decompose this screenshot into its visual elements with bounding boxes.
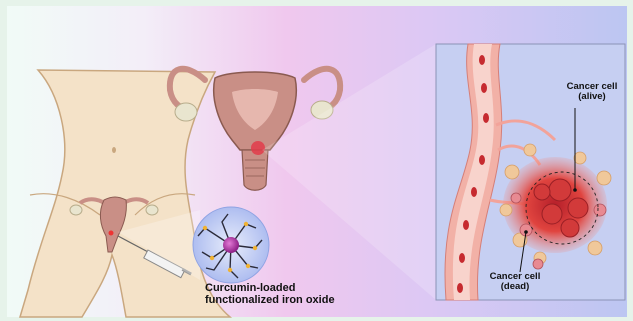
navel [112, 147, 116, 153]
pointer-dead-dot [524, 230, 528, 234]
cancer-dead-label: Cancer cell (dead) [484, 272, 546, 292]
nanoparticle-label-line1: Curcumin-loaded [205, 283, 335, 295]
small-ovary-right [146, 205, 158, 215]
small-ovary-left [70, 205, 82, 215]
cancer-dead-line2: (dead) [484, 282, 546, 292]
torso [20, 70, 230, 317]
nanoparticle-label-line2: functionalized iron oxide [205, 295, 335, 307]
large-cervix [242, 150, 268, 190]
large-tumor [251, 141, 265, 155]
large-ovary-left [175, 103, 197, 121]
pointer-alive-dot [573, 188, 577, 192]
cancer-alive-label: Cancer cell (alive) [556, 82, 628, 102]
cancer-alive-line2: (alive) [556, 92, 628, 102]
iron-oxide-core [223, 237, 239, 253]
small-tumor [109, 231, 114, 236]
nanoparticle-label: Curcumin-loaded functionalized iron oxid… [205, 283, 335, 306]
nanoparticle [193, 207, 269, 283]
